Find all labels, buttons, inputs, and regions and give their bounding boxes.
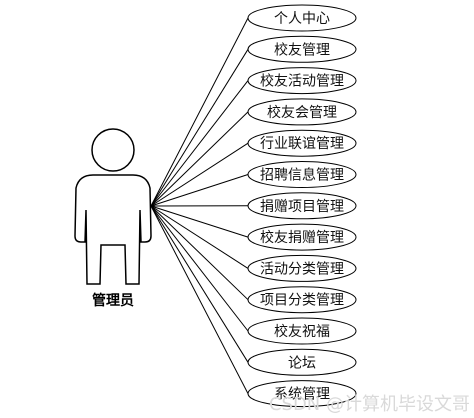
use-case-oval (247, 161, 357, 188)
use-case-oval (247, 129, 357, 157)
use-case-label: 系统管理 (274, 387, 330, 403)
use-case-label: 项目分类管理 (260, 293, 344, 309)
use-case: 活动分类管理 (247, 254, 357, 282)
use-case: 个人中心 (247, 4, 357, 32)
use-case: 校友管理 (247, 35, 357, 63)
use-case-oval (247, 254, 357, 282)
use-case: 项目分类管理 (247, 286, 357, 314)
use-case-label: 行业联谊管理 (260, 136, 344, 152)
use-case-label: 捐赠项目管理 (260, 199, 344, 215)
use-case: 校友活动管理 (247, 67, 357, 95)
actor-head (91, 128, 135, 172)
association-line (150, 205, 249, 394)
use-case: 校友祝福 (247, 317, 357, 345)
association-line (150, 49, 249, 207)
use-case-label: 个人中心 (274, 11, 330, 27)
use-case-label: 校友会管理 (267, 104, 337, 121)
actor-label: 管理员 (92, 292, 134, 309)
use-case: 行业联谊管理 (247, 129, 357, 157)
use-case-label: 活动分类管理 (260, 261, 344, 277)
use-case-oval (247, 67, 357, 95)
use-case-oval (247, 348, 357, 376)
actor-figure (74, 128, 152, 285)
association-line (150, 205, 249, 363)
use-case-list: 个人中心校友管理校友活动管理校友会管理行业联谊管理招聘信息管理捐赠项目管理校友捐… (247, 4, 357, 408)
association-line (150, 17, 249, 207)
use-case-label: 招聘信息管理 (260, 167, 344, 184)
use-case-label: 论坛 (288, 355, 316, 371)
use-case-oval (247, 192, 357, 220)
association-line (150, 111, 249, 207)
association-line (150, 205, 249, 238)
use-case: 校友捐赠管理 (247, 223, 357, 251)
use-case: 招聘信息管理 (247, 161, 357, 188)
association-line (150, 205, 249, 269)
use-case-label: 校友管理 (274, 41, 330, 58)
use-case: 捐赠项目管理 (247, 192, 357, 220)
use-case-oval (247, 380, 357, 408)
association-line (150, 174, 249, 207)
association-line (150, 205, 249, 332)
association-line (150, 80, 249, 207)
use-case-label: 校友祝福 (274, 323, 330, 340)
association-lines (150, 17, 249, 394)
watermark: CSDN @计算机毕设文哥 (269, 394, 470, 415)
association-line (150, 142, 249, 207)
use-case-oval (247, 98, 357, 126)
use-case-oval (247, 286, 357, 314)
use-case-oval (247, 317, 357, 345)
use-case-label: 校友活动管理 (260, 73, 344, 90)
use-case-oval (247, 35, 357, 63)
actor-body (74, 174, 152, 285)
use-case-label: 校友捐赠管理 (260, 229, 344, 246)
use-case-oval (247, 4, 357, 32)
association-line (150, 205, 249, 301)
use-case: 论坛 (247, 348, 357, 376)
use-case-oval (247, 223, 357, 251)
use-case: 系统管理 (247, 380, 357, 408)
use-case: 校友会管理 (247, 98, 357, 126)
